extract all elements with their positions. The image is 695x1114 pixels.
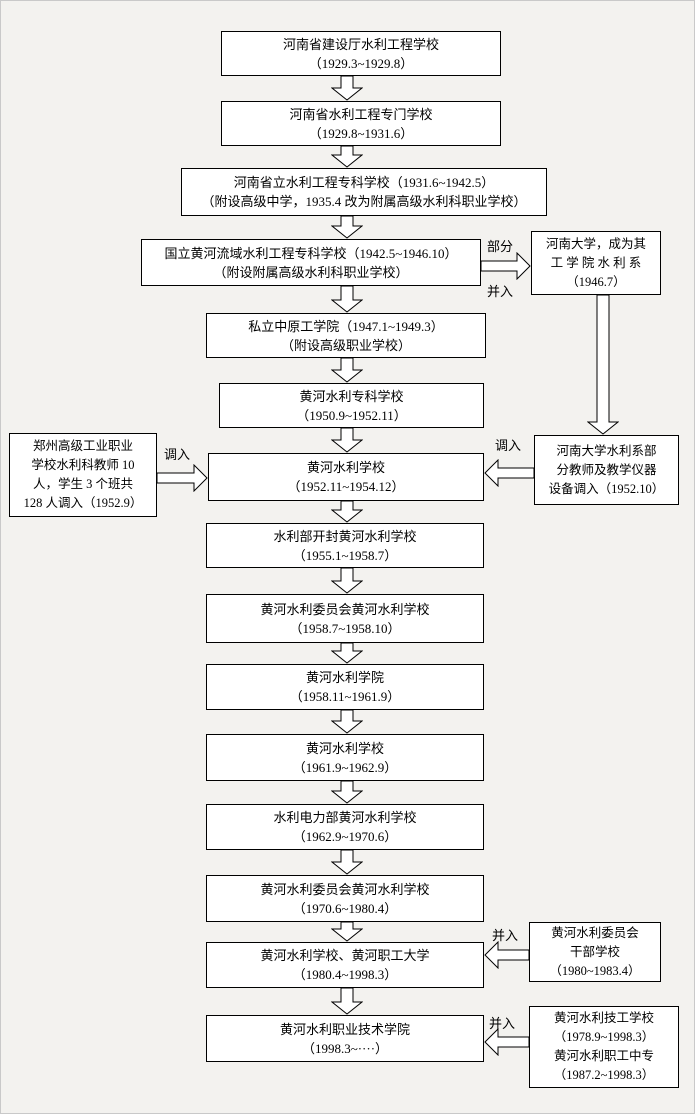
- node-line: 河南省建设厅水利工程学校: [282, 36, 439, 52]
- node-line: （1998.3~····）: [301, 1040, 389, 1056]
- down-arrow: [331, 922, 363, 942]
- node-line: 学校水利科教师 10: [31, 458, 135, 472]
- left-arrow-transfer-right: [484, 459, 534, 487]
- node-line: 黄河水利学校: [305, 740, 384, 756]
- node-cadre-school: 黄河水利委员会 干部学校 （1980~1983.4）: [529, 922, 661, 982]
- down-arrow: [331, 76, 363, 101]
- node-line: 人，学生 3 个班共: [32, 477, 133, 491]
- node-line: 工 学 院 水 利 系: [550, 255, 642, 270]
- node-technical-schools: 黄河水利技工学校 （1978.9~1998.3） 黄河水利职工中专 （1987.…: [529, 1006, 679, 1088]
- node-line: （1958.7~1958.10）: [289, 620, 401, 636]
- down-arrow: [331, 501, 363, 523]
- right-arrow-transfer-left: [157, 464, 208, 492]
- node-1947-zhongyuan-institute: 私立中原工学院（1947.1~1949.3） （附设高级职业学校）: [206, 313, 486, 358]
- down-arrow: [331, 428, 363, 453]
- node-line: 黄河水利专科学校: [299, 388, 404, 404]
- node-line: 黄河水利职业技术学院: [279, 1021, 410, 1037]
- node-line: （1980.4~1998.3）: [292, 967, 398, 982]
- node-line: 郑州高级工业职业: [32, 439, 133, 453]
- down-arrow: [331, 850, 363, 875]
- right-arrow-partial-merge: [481, 252, 531, 280]
- node-line: 黄河水利学校: [306, 460, 385, 475]
- node-line: （1955.1~1958.7）: [292, 547, 398, 563]
- node-line: 水利部开封黄河水利学校: [273, 528, 417, 544]
- node-line: （1946.7）: [566, 274, 626, 289]
- node-1950-huanghe-college: 黄河水利专科学校 （1950.9~1952.11）: [219, 383, 484, 428]
- left-arrow-merge-cadre: [484, 941, 529, 969]
- edge-label-merge-1: 并入: [487, 284, 514, 299]
- node-line: （1958.11~1961.9）: [289, 689, 401, 704]
- down-arrow: [331, 216, 363, 239]
- node-line: 河南大学，成为其: [545, 236, 646, 251]
- node-1931-provincial-college: 河南省立水利工程专科学校（1931.6~1942.5） （附设高级中学，1935…: [181, 168, 547, 216]
- node-line: 河南省水利工程专门学校: [289, 106, 433, 122]
- node-line: （1950.9~1952.11）: [296, 407, 407, 423]
- node-zhengzhou-school: 郑州高级工业职业 学校水利科教师 10 人，学生 3 个班共 128 人调入（1…: [9, 433, 157, 517]
- node-1952-huanghe-school: 黄河水利学校 （1952.11~1954.12）: [208, 453, 484, 501]
- down-arrow: [331, 286, 363, 313]
- node-1958-huanghe-institute: 黄河水利学院 （1958.11~1961.9）: [206, 664, 484, 710]
- down-arrow: [331, 710, 363, 734]
- node-line: （1952.11~1954.12）: [287, 479, 405, 494]
- node-line: 黄河水利学院: [305, 670, 384, 685]
- node-1958-committee-school: 黄河水利委员会黄河水利学校 （1958.7~1958.10）: [206, 594, 484, 643]
- down-arrow: [331, 146, 363, 168]
- down-arrow: [331, 988, 363, 1015]
- node-line: 黄河水利委员会: [551, 925, 639, 940]
- node-line: 黄河水利学校、黄河职工大学: [260, 948, 430, 963]
- down-arrow: [331, 643, 363, 664]
- node-1929-engineering-school: 河南省水利工程专门学校 （1929.8~1931.6）: [221, 101, 501, 146]
- edge-label-merge-3: 并入: [489, 1016, 516, 1031]
- edge-label-partial: 部分: [487, 239, 514, 254]
- edge-label-transfer-left: 调入: [164, 447, 191, 462]
- node-line: 河南省立水利工程专科学校（1931.6~1942.5）: [233, 175, 495, 190]
- left-arrow-merge-technical: [484, 1028, 529, 1056]
- node-line: 水利电力部黄河水利学校: [273, 810, 417, 825]
- node-line: （1978.9~1998.3）: [553, 1030, 655, 1044]
- node-line: 分教师及教学仪器: [556, 462, 657, 477]
- node-line: （附设附属高级水利科职业学校）: [213, 264, 409, 280]
- node-1955-kaifeng-school: 水利部开封黄河水利学校 （1955.1~1958.7）: [206, 523, 484, 568]
- node-line: 黄河水利职工中专: [553, 1049, 654, 1063]
- node-line: （1929.8~1931.6）: [308, 125, 414, 141]
- node-1962-ministry-school: 水利电力部黄河水利学校 （1962.9~1970.6）: [206, 804, 484, 850]
- node-line: （附设高级中学，1935.4 改为附属高级水利科职业学校）: [201, 194, 527, 209]
- edge-label-transfer-right: 调入: [495, 438, 522, 453]
- node-line: （1929.3~1929.8）: [308, 55, 414, 71]
- node-line: 黄河水利技工学校: [553, 1011, 654, 1025]
- node-1961-huanghe-school: 黄河水利学校 （1961.9~1962.9）: [206, 734, 484, 781]
- node-line: 黄河水利委员会黄河水利学校: [260, 601, 430, 617]
- node-1942-national-college: 国立黄河流域水利工程专科学校（1942.5~1946.10） （附设附属高级水利…: [141, 239, 481, 286]
- node-henan-university: 河南大学，成为其 工 学 院 水 利 系 （1946.7）: [531, 231, 661, 295]
- node-1998-vocational-institute: 黄河水利职业技术学院 （1998.3~····）: [206, 1015, 484, 1062]
- node-line: （1987.2~1998.3）: [553, 1068, 655, 1082]
- node-1980-school-university: 黄河水利学校、黄河职工大学 （1980.4~1998.3）: [206, 942, 484, 988]
- down-arrow: [331, 568, 363, 594]
- node-line: 黄河水利委员会黄河水利学校: [260, 881, 430, 897]
- node-1970-committee-school: 黄河水利委员会黄河水利学校 （1970.6~1980.4）: [206, 875, 484, 922]
- node-line: （1970.6~1980.4）: [292, 900, 398, 916]
- node-line: （1962.9~1970.6）: [292, 829, 398, 844]
- down-arrow: [331, 781, 363, 804]
- node-line: （附设高级职业学校）: [280, 337, 411, 353]
- node-line: 干部学校: [569, 944, 620, 959]
- node-1929-construction-school: 河南省建设厅水利工程学校 （1929.3~1929.8）: [221, 31, 501, 76]
- node-line: （1961.9~1962.9）: [292, 759, 398, 775]
- node-line: 私立中原工学院（1947.1~1949.3）: [248, 318, 444, 334]
- node-line: 河南大学水利系部: [556, 443, 657, 458]
- node-henan-univ-transfer: 河南大学水利系部 分教师及教学仪器 设备调入（1952.10）: [534, 435, 679, 505]
- long-down-arrow: [587, 295, 619, 435]
- node-line: 国立黄河流域水利工程专科学校（1942.5~1946.10）: [164, 245, 458, 261]
- node-line: 128 人调入（1952.9）: [23, 496, 143, 510]
- node-line: 设备调入（1952.10）: [548, 481, 665, 496]
- edge-label-merge-2: 并入: [492, 928, 519, 943]
- node-line: （1980~1983.4）: [549, 963, 641, 978]
- down-arrow: [331, 358, 363, 383]
